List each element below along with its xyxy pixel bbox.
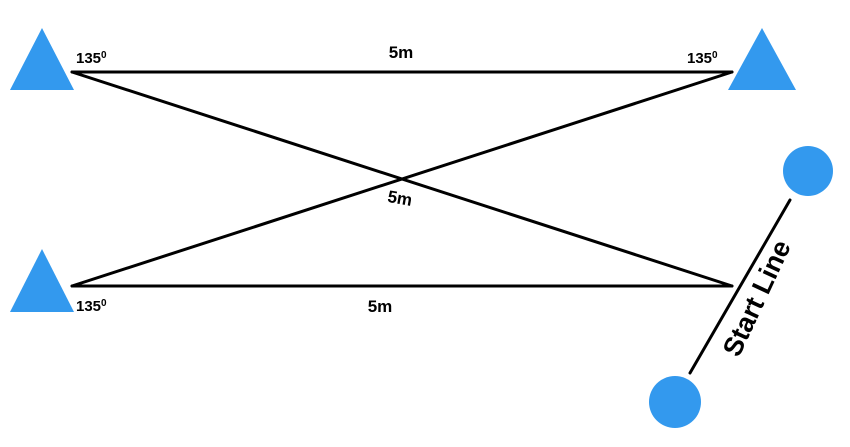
top-right-cone-icon (728, 28, 796, 90)
distance-label-diagonal: 5m (386, 187, 414, 210)
bottom-left-cone-icon (10, 249, 74, 312)
start-line-top-circle-icon (783, 146, 833, 196)
distance-label-bottom: 5m (368, 297, 393, 316)
angle-label-top-left: 1350 (76, 50, 107, 67)
start-line (688, 198, 792, 375)
distance-label-top: 5m (389, 43, 414, 62)
angle-label-top-right: 1350 (687, 50, 718, 67)
start-line-label: Start Line (717, 235, 797, 361)
diagonal-line-bottom-left-to-top-right (70, 70, 734, 288)
angle-label-bottom-left: 1350 (76, 298, 107, 315)
top-left-cone-icon (10, 28, 74, 90)
start-line-bottom-circle-icon (649, 376, 701, 428)
